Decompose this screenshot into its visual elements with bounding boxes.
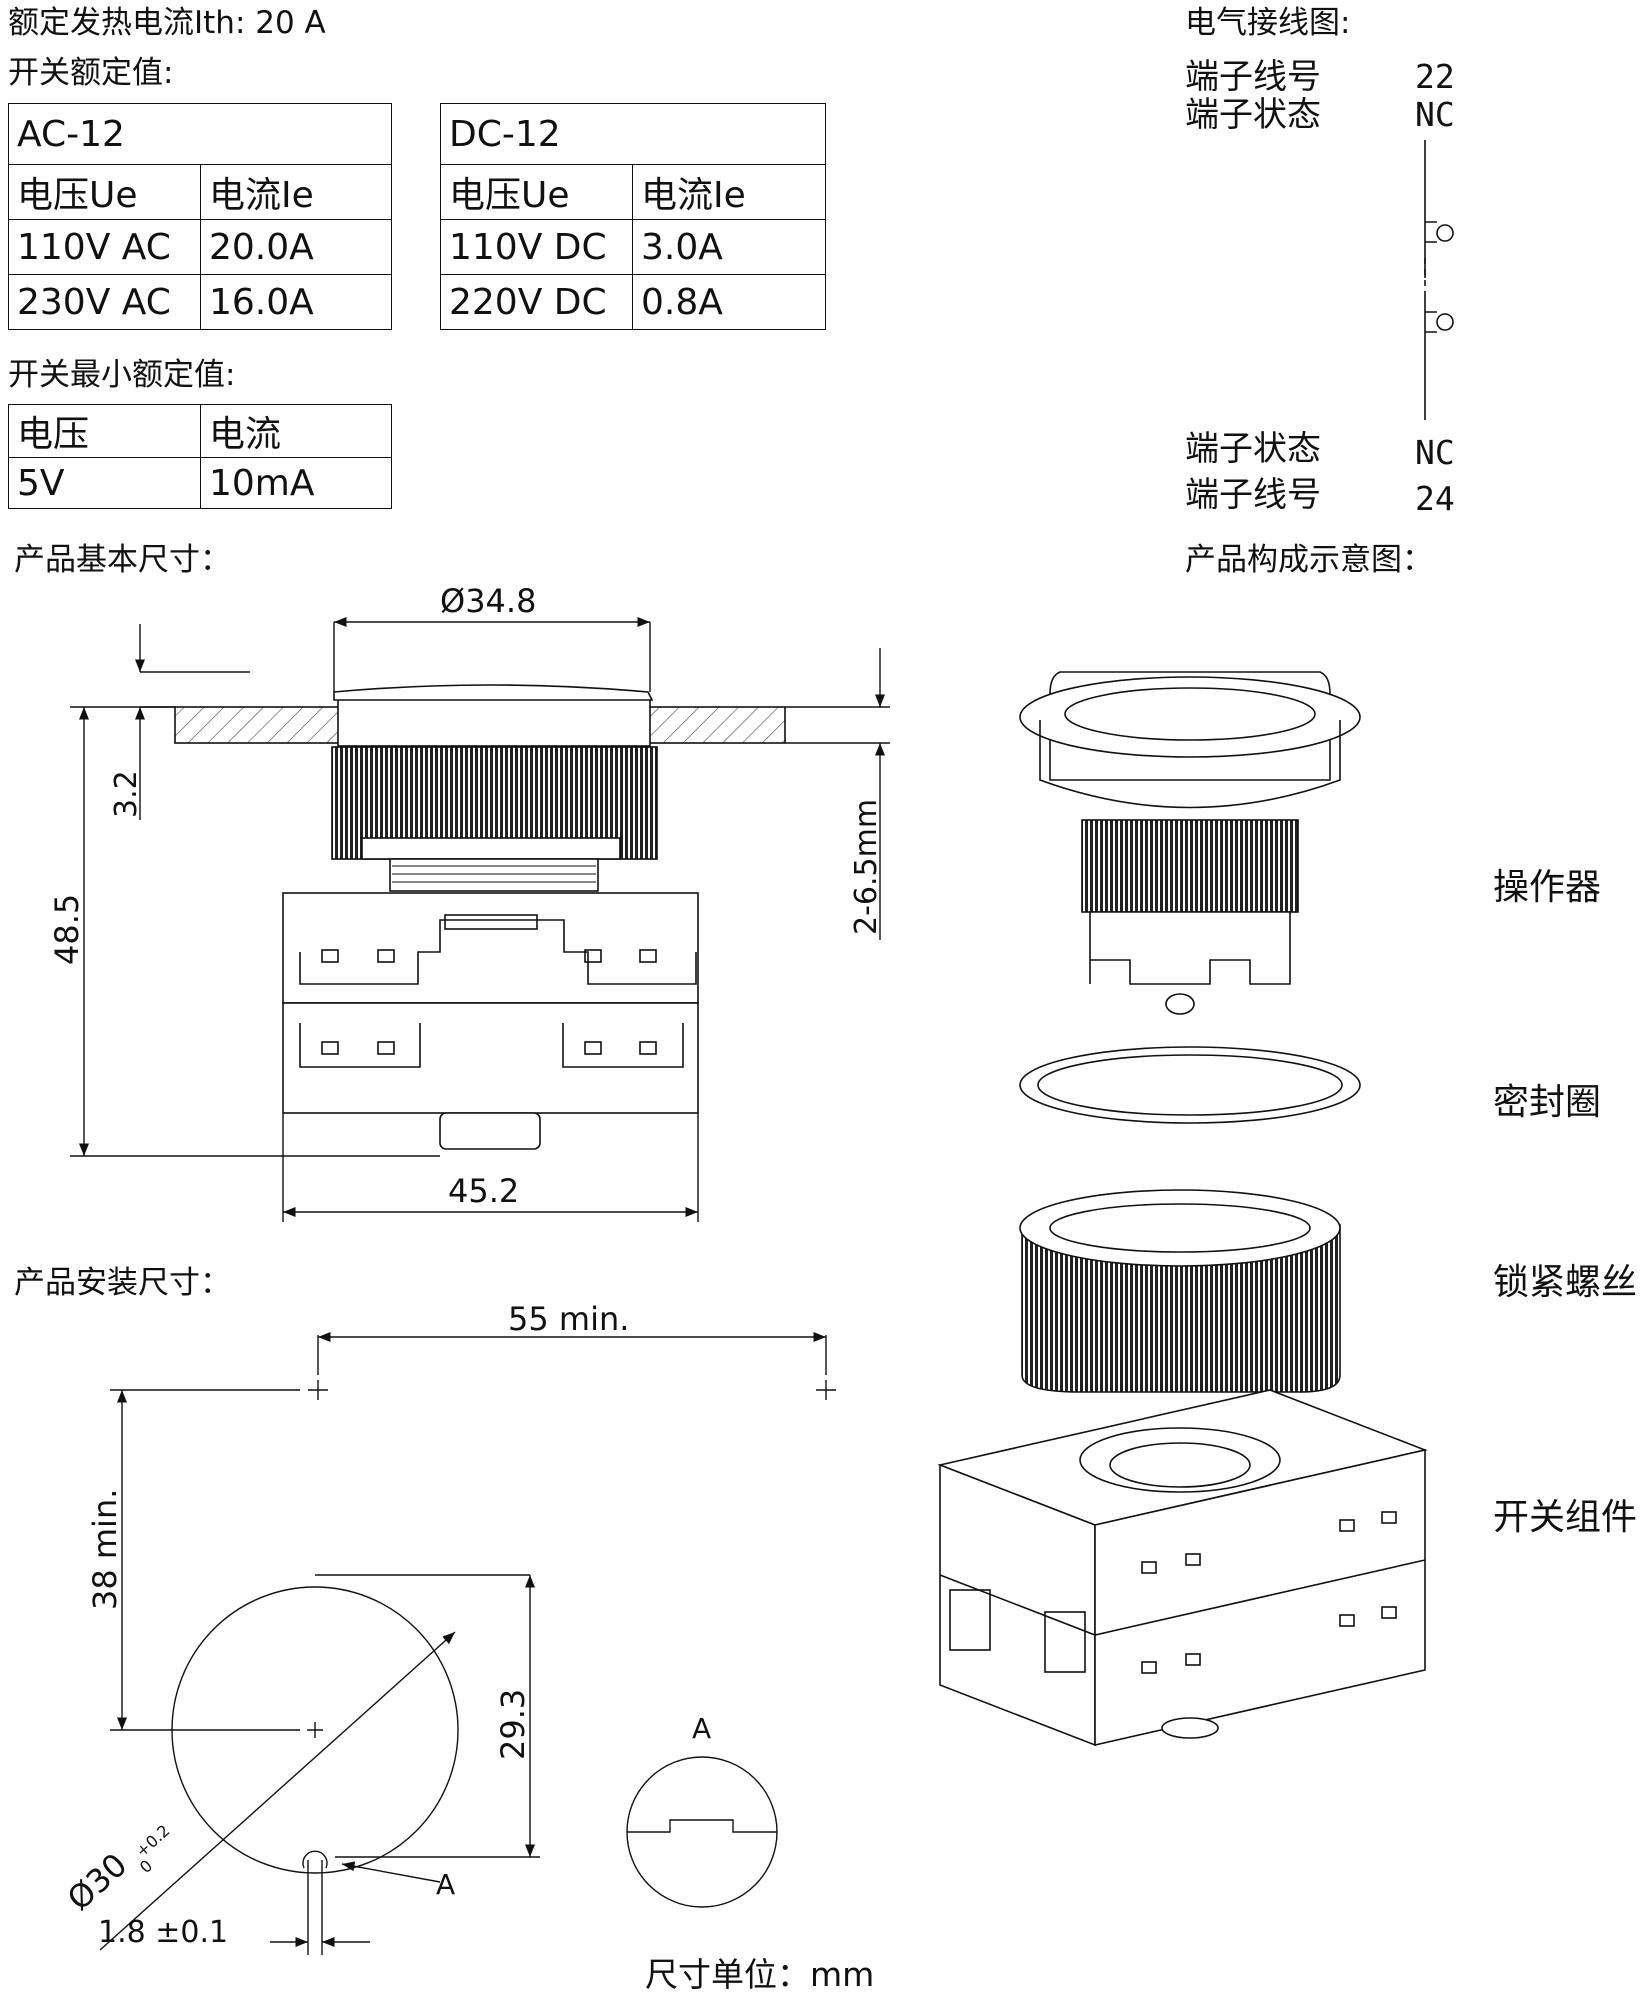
exploded-view [937,671,1428,1747]
contact-upper [1425,221,1437,243]
min-row-current: 10mA [200,457,392,509]
height-text: 48.5 [48,894,86,965]
thread-section [389,858,599,892]
mounting-cutout-drawing [99,1331,836,1955]
hole-center-mark [307,1722,323,1738]
detail-a-key [627,1819,777,1833]
dc12-head-voltage: 电压Ue [440,164,633,220]
min-head-current: 电流 [200,404,392,458]
width-text: 45.2 [448,1172,519,1210]
contact-lower-knob [1436,313,1454,331]
part-label-lock-nut: 锁紧螺丝 [1493,1262,1638,1303]
contact-lower [1425,311,1437,333]
bottom-plunger [439,1112,541,1150]
center-height-text: 29.3 [494,1689,532,1760]
min-head-voltage: 电压 [8,404,201,458]
seal-ring-part [1019,1046,1361,1124]
part-label-seal-ring: 密封圈 [1493,1082,1602,1123]
dc12-row1-voltage: 110V DC [440,219,633,275]
composition-title: 产品构成示意图： [1185,542,1433,578]
wiring-bottom-terminal-label: 端子线号 [1185,475,1321,515]
head-flange [337,697,651,747]
switch-block-upper [282,892,699,1004]
detail-a-leader [341,1861,441,1883]
hole-diameter-leader [99,1631,456,1951]
ac12-row2-voltage: 230V AC [8,274,201,330]
operator-base [1089,911,1291,985]
lower-contact-outline [299,1023,684,1068]
spacing-x-text: 55 min. [508,1300,629,1338]
dc12-rating-table: DC-12 电压Ue 电流Ie 110V DC 3.0A 220V DC 0.8… [440,103,826,330]
wiring-title: 电气接线图: [1185,5,1351,41]
push-button-cap [333,684,654,701]
wiring-schematic [1424,140,1454,420]
hole-tol-lower-text: 0 [136,1856,156,1877]
switch-block-socket [1079,1427,1281,1493]
key-notch [302,1850,328,1869]
min-rating-table: 电压 电流 5V 10mA [8,404,392,509]
ac12-row1-current: 20.0A [200,219,392,275]
wiring-bottom-state: NC [1415,433,1455,472]
part-label-operator: 操作器 [1493,867,1602,908]
side-view-drawing [174,684,786,1150]
wiring-top-terminal-number: 22 [1415,57,1455,96]
panel-thickness-text: 2-6.5mm [849,799,884,935]
switch-block-part [937,1389,1428,1747]
min-row-voltage: 5V [8,457,201,509]
basic-dims-title: 产品基本尺寸： [14,542,231,578]
center-mark-right [816,1380,836,1400]
ac12-row2-current: 16.0A [200,274,392,330]
nut-lower-ring [361,837,621,860]
detail-a-title: A [692,1712,711,1745]
side-view-dimensions [70,616,890,1222]
operator-thread [1081,819,1299,913]
mounting-hole-circle [171,1586,459,1874]
dc12-row2-voltage: 220V DC [440,274,633,330]
wiring-top-terminal-label: 端子线号 [1185,57,1321,97]
mount-dims-title: 产品安装尺寸： [14,1265,231,1301]
wiring-top-state-label: 端子状态 [1185,95,1321,135]
hole-diameter-text: Ø30 [60,1846,134,1918]
actuator-slot [444,914,538,930]
operator-plunger-tip [1165,993,1195,1015]
operator-button-face [1064,687,1316,741]
switch-rating-title: 开关额定值: [8,55,174,91]
ac12-head-current: 电流Ie [200,164,392,220]
contact-upper-knob [1436,224,1454,242]
head-diameter-text: Ø34.8 [440,582,536,620]
flange-text: 3.2 [109,770,144,818]
detail-a-label: A [436,1868,455,1901]
upper-contact-outline [299,919,697,985]
key-width-text: 1.8 ±0.1 [98,1915,228,1950]
switch-block-lower [282,1002,699,1114]
ac12-rating-table: AC-12 电压Ue 电流Ie 110V AC 20.0A 230V AC 16… [8,103,392,330]
dc12-row2-current: 0.8A [632,274,826,330]
spacing-y-text: 38 min. [86,1489,124,1610]
dc12-head-current: 电流Ie [632,164,826,220]
operator-part [1019,671,1361,1015]
center-mark-left [308,1380,328,1400]
wiring-bottom-terminal-number: 24 [1415,479,1455,518]
wiring-bottom-state-label: 端子状态 [1185,429,1321,469]
part-label-switch-block: 开关组件 [1493,1497,1638,1538]
ac12-type-cell: AC-12 [8,103,392,165]
thermal-current-rating: 额定发热电流Ith: 20 A [8,5,326,41]
hole-tol-upper-text: +0.2 [132,1821,174,1861]
lock-nut-part [1019,1189,1341,1393]
min-rating-title: 开关最小额定值: [8,357,236,393]
unit-note: 尺寸单位：mm [645,1955,875,1994]
wiring-top-state: NC [1415,95,1455,134]
dc12-type-cell: DC-12 [440,103,826,165]
